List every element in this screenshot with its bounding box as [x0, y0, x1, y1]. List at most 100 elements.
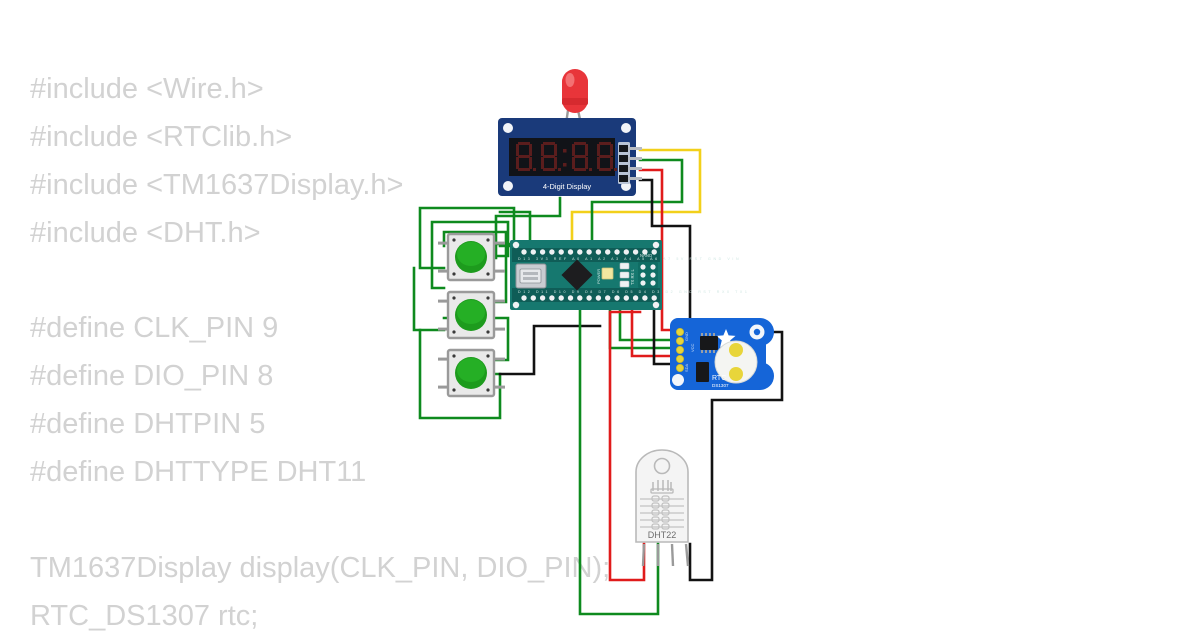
- nano-bottom-pin-row[interactable]: D12 D11 D10 D9 D8 D7 D6 D5 D4 D3 D2 GND …: [518, 290, 749, 301]
- pushbutton-2[interactable]: [438, 290, 505, 340]
- button-leg: [438, 241, 449, 245]
- nano-top-silk: D13 3V3 REF A0 A1 A2 A3 A4 A5 A6 A7 5V R…: [518, 257, 741, 261]
- nano-pin-RST[interactable]: [632, 295, 639, 301]
- nano-pin-TX1[interactable]: [651, 295, 657, 301]
- nano-silk-power: POWER: [596, 269, 601, 284]
- display-dio-green[interactable]: [590, 158, 684, 248]
- display-gnd-black[interactable]: [638, 178, 692, 320]
- btn3-gnd-black[interactable]: [498, 324, 602, 376]
- code-line: RTC_DS1307 rtc;: [30, 600, 259, 632]
- button-rivet: [452, 388, 456, 392]
- button-leg: [438, 269, 449, 273]
- button-leg: [438, 385, 449, 389]
- nano-pin-D12[interactable]: [521, 295, 527, 301]
- nano-silk-label: NANO: [640, 253, 653, 258]
- nano-pin-REF[interactable]: [539, 249, 546, 255]
- button-leg: [438, 299, 449, 303]
- nano-pin-A4[interactable]: [586, 249, 592, 255]
- code-line: #include <TM1637Display.h>: [30, 169, 404, 201]
- code-line: #define DIO_PIN 8: [30, 360, 274, 392]
- button-leg: [494, 357, 505, 361]
- svg-text:VCC: VCC: [690, 343, 695, 352]
- svg-text:GND: GND: [684, 332, 689, 341]
- nano-5v-red[interactable]: [630, 302, 678, 358]
- coin-cell-battery: [714, 340, 758, 384]
- dht22-sensor[interactable]: DHT22: [635, 449, 690, 567]
- nano-pin-D8[interactable]: [558, 295, 564, 301]
- display-bottom-green[interactable]: [494, 196, 562, 260]
- nano-pin-A3[interactable]: [577, 249, 583, 255]
- button-rivet: [452, 238, 456, 242]
- nano-pin-D10[interactable]: [539, 295, 546, 301]
- btn3-wire-b[interactable]: [418, 328, 502, 420]
- nano-gnd-black[interactable]: [652, 302, 678, 366]
- dht-vcc-red[interactable]: [608, 310, 646, 582]
- nano-pin-D6[interactable]: [577, 295, 583, 301]
- button-leg: [494, 327, 505, 331]
- button-rivet: [486, 296, 490, 300]
- nano-pin-A5[interactable]: [595, 249, 602, 255]
- display-pin-header[interactable]: [618, 142, 642, 184]
- nano-pin-D13[interactable]: [521, 249, 527, 255]
- icsp-header[interactable]: [638, 262, 658, 288]
- svg-text:SDA: SDA: [684, 363, 689, 372]
- red-led[interactable]: [562, 69, 588, 125]
- pushbutton-group[interactable]: [438, 232, 505, 398]
- display-clk-yellow[interactable]: [570, 148, 702, 248]
- nano-pin-D9[interactable]: [549, 295, 555, 301]
- nano-pin-D11[interactable]: [530, 295, 536, 301]
- button-rivet: [486, 238, 490, 242]
- button-cap-highlight: [457, 242, 485, 266]
- nano-top-pin-row[interactable]: D13 3V3 REF A0 A1 A2 A3 A4 A5 A6 A7 5V R…: [518, 249, 741, 261]
- nano-pin-A7[interactable]: [614, 249, 620, 255]
- rtc-ds1307-module[interactable]: RTC DS1307 GND VCC SDA: [670, 318, 774, 390]
- nano-pin-D2[interactable]: [614, 295, 620, 301]
- dht-grille: [640, 495, 684, 530]
- nano-pin-3V3[interactable]: [530, 249, 536, 255]
- nano-pin-A1[interactable]: [558, 249, 564, 255]
- nano-pin-D3[interactable]: [605, 295, 611, 301]
- btn2-wire-b[interactable]: [412, 266, 446, 332]
- button-cap-highlight: [457, 358, 485, 382]
- button-rivet: [486, 354, 490, 358]
- rtc-right-black[interactable]: [688, 330, 784, 582]
- rtc-pin-pads[interactable]: [676, 327, 685, 372]
- nano-pin-A0[interactable]: [549, 249, 555, 255]
- nano-pin-GND[interactable]: [623, 295, 629, 301]
- code-line: #include <RTClib.h>: [30, 121, 293, 153]
- rtc-label-line2: DS1307: [712, 383, 729, 388]
- tm1637-display-module[interactable]: 4-Digit Display: [498, 118, 642, 196]
- nano-a5-green[interactable]: [618, 302, 678, 342]
- nano-pin-RX0[interactable]: [642, 295, 648, 301]
- code-line: #include <DHT.h>: [30, 217, 261, 249]
- nano-pin-VIN[interactable]: [651, 249, 657, 255]
- pushbutton-1[interactable]: [438, 232, 505, 282]
- button-rivet: [452, 272, 456, 276]
- nano-pin-GND[interactable]: [642, 249, 648, 255]
- nano-pin-RST[interactable]: [632, 249, 639, 255]
- arduino-nano-board[interactable]: D13 3V3 REF A0 A1 A2 A3 A4 A5 A6 A7 5V R…: [510, 240, 749, 310]
- nano-pin-A2[interactable]: [567, 249, 574, 255]
- nano-pin-D4[interactable]: [595, 295, 602, 301]
- code-line: TM1637Display display(CLK_PIN, DIO_PIN);: [30, 552, 611, 584]
- code-line: #define DHTTYPE DHT11: [30, 456, 367, 488]
- nano-pin-D7[interactable]: [567, 295, 574, 301]
- button-leg: [494, 269, 505, 273]
- button-leg: [494, 385, 505, 389]
- nano-pin-D5[interactable]: [586, 295, 592, 301]
- button-leg: [438, 327, 449, 331]
- nano-pin-A6[interactable]: [605, 249, 611, 255]
- button-leg: [438, 357, 449, 361]
- rtc-label-line1: RTC: [712, 375, 726, 382]
- button-rivet: [452, 354, 456, 358]
- button-rivet: [452, 296, 456, 300]
- nano-bottom-silk: D12 D11 D10 D9 D8 D7 D6 D5 D4 D3 D2 GND …: [518, 290, 749, 294]
- nano-pin-5V[interactable]: [623, 249, 629, 255]
- code-line: #define DHTPIN 5: [30, 408, 266, 440]
- pushbutton-3[interactable]: [438, 348, 505, 398]
- button-rivet: [452, 330, 456, 334]
- usb-connector: [515, 263, 547, 289]
